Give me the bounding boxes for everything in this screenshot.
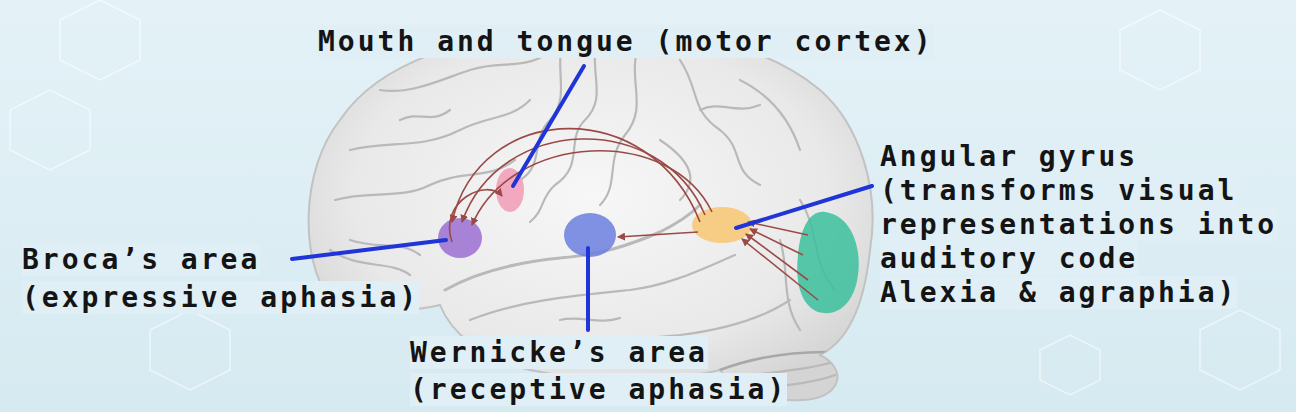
sulcus <box>660 140 690 200</box>
sulcus <box>400 110 450 120</box>
label-box: Alexia & agraphia) <box>880 276 1237 310</box>
hexagon <box>10 90 90 170</box>
pathway-arrow <box>742 239 818 300</box>
leader-line <box>513 66 584 186</box>
visual-region <box>797 212 859 313</box>
sulcus <box>600 40 640 205</box>
region-label: Alexia & agraphia) <box>880 276 1237 309</box>
label-box: Mouth and tongue (motor cortex) <box>318 25 934 59</box>
region-label: Angular gyrus <box>880 140 1138 173</box>
hexagon <box>60 0 140 80</box>
sulcus <box>350 100 530 150</box>
label-box: Wernicke’s area (receptive aphasia) <box>410 334 820 408</box>
region-label: (transforms visual representations into … <box>880 174 1277 275</box>
pathway-arrow <box>452 129 700 222</box>
leader-line <box>292 240 446 259</box>
label-box: Angular gyrus <box>880 140 1138 174</box>
sulcus <box>380 55 545 91</box>
pathway-arrow <box>746 234 808 280</box>
sulcus <box>780 240 800 330</box>
language-regions <box>438 168 859 313</box>
broca-region <box>438 218 482 258</box>
pathway-arrow <box>618 232 698 237</box>
pathway-arrow <box>450 190 502 242</box>
sulcus <box>445 205 700 290</box>
region-label: Mouth and tongue (motor cortex) <box>318 25 934 58</box>
pathway-arrow <box>472 151 712 225</box>
hexagon <box>1040 335 1100 395</box>
hexagon <box>1200 310 1280 390</box>
sulcus <box>680 60 760 185</box>
pathway-arrows <box>450 129 818 300</box>
region-label: Broca’s area (expressive aphasia) <box>22 243 419 314</box>
region-label: Wernicke’s area (receptive aphasia) <box>410 336 787 406</box>
sulcus <box>700 105 760 110</box>
sulcus <box>740 80 800 150</box>
sulcus <box>470 255 735 320</box>
sulcus <box>530 32 600 222</box>
label-box: (transforms visual representations into … <box>880 174 1290 276</box>
hexagon <box>1120 10 1200 90</box>
leader-line <box>736 186 872 228</box>
hexagon <box>150 310 230 390</box>
label-box: Broca’s area (expressive aphasia) <box>22 241 432 317</box>
leader-line <box>586 248 590 330</box>
